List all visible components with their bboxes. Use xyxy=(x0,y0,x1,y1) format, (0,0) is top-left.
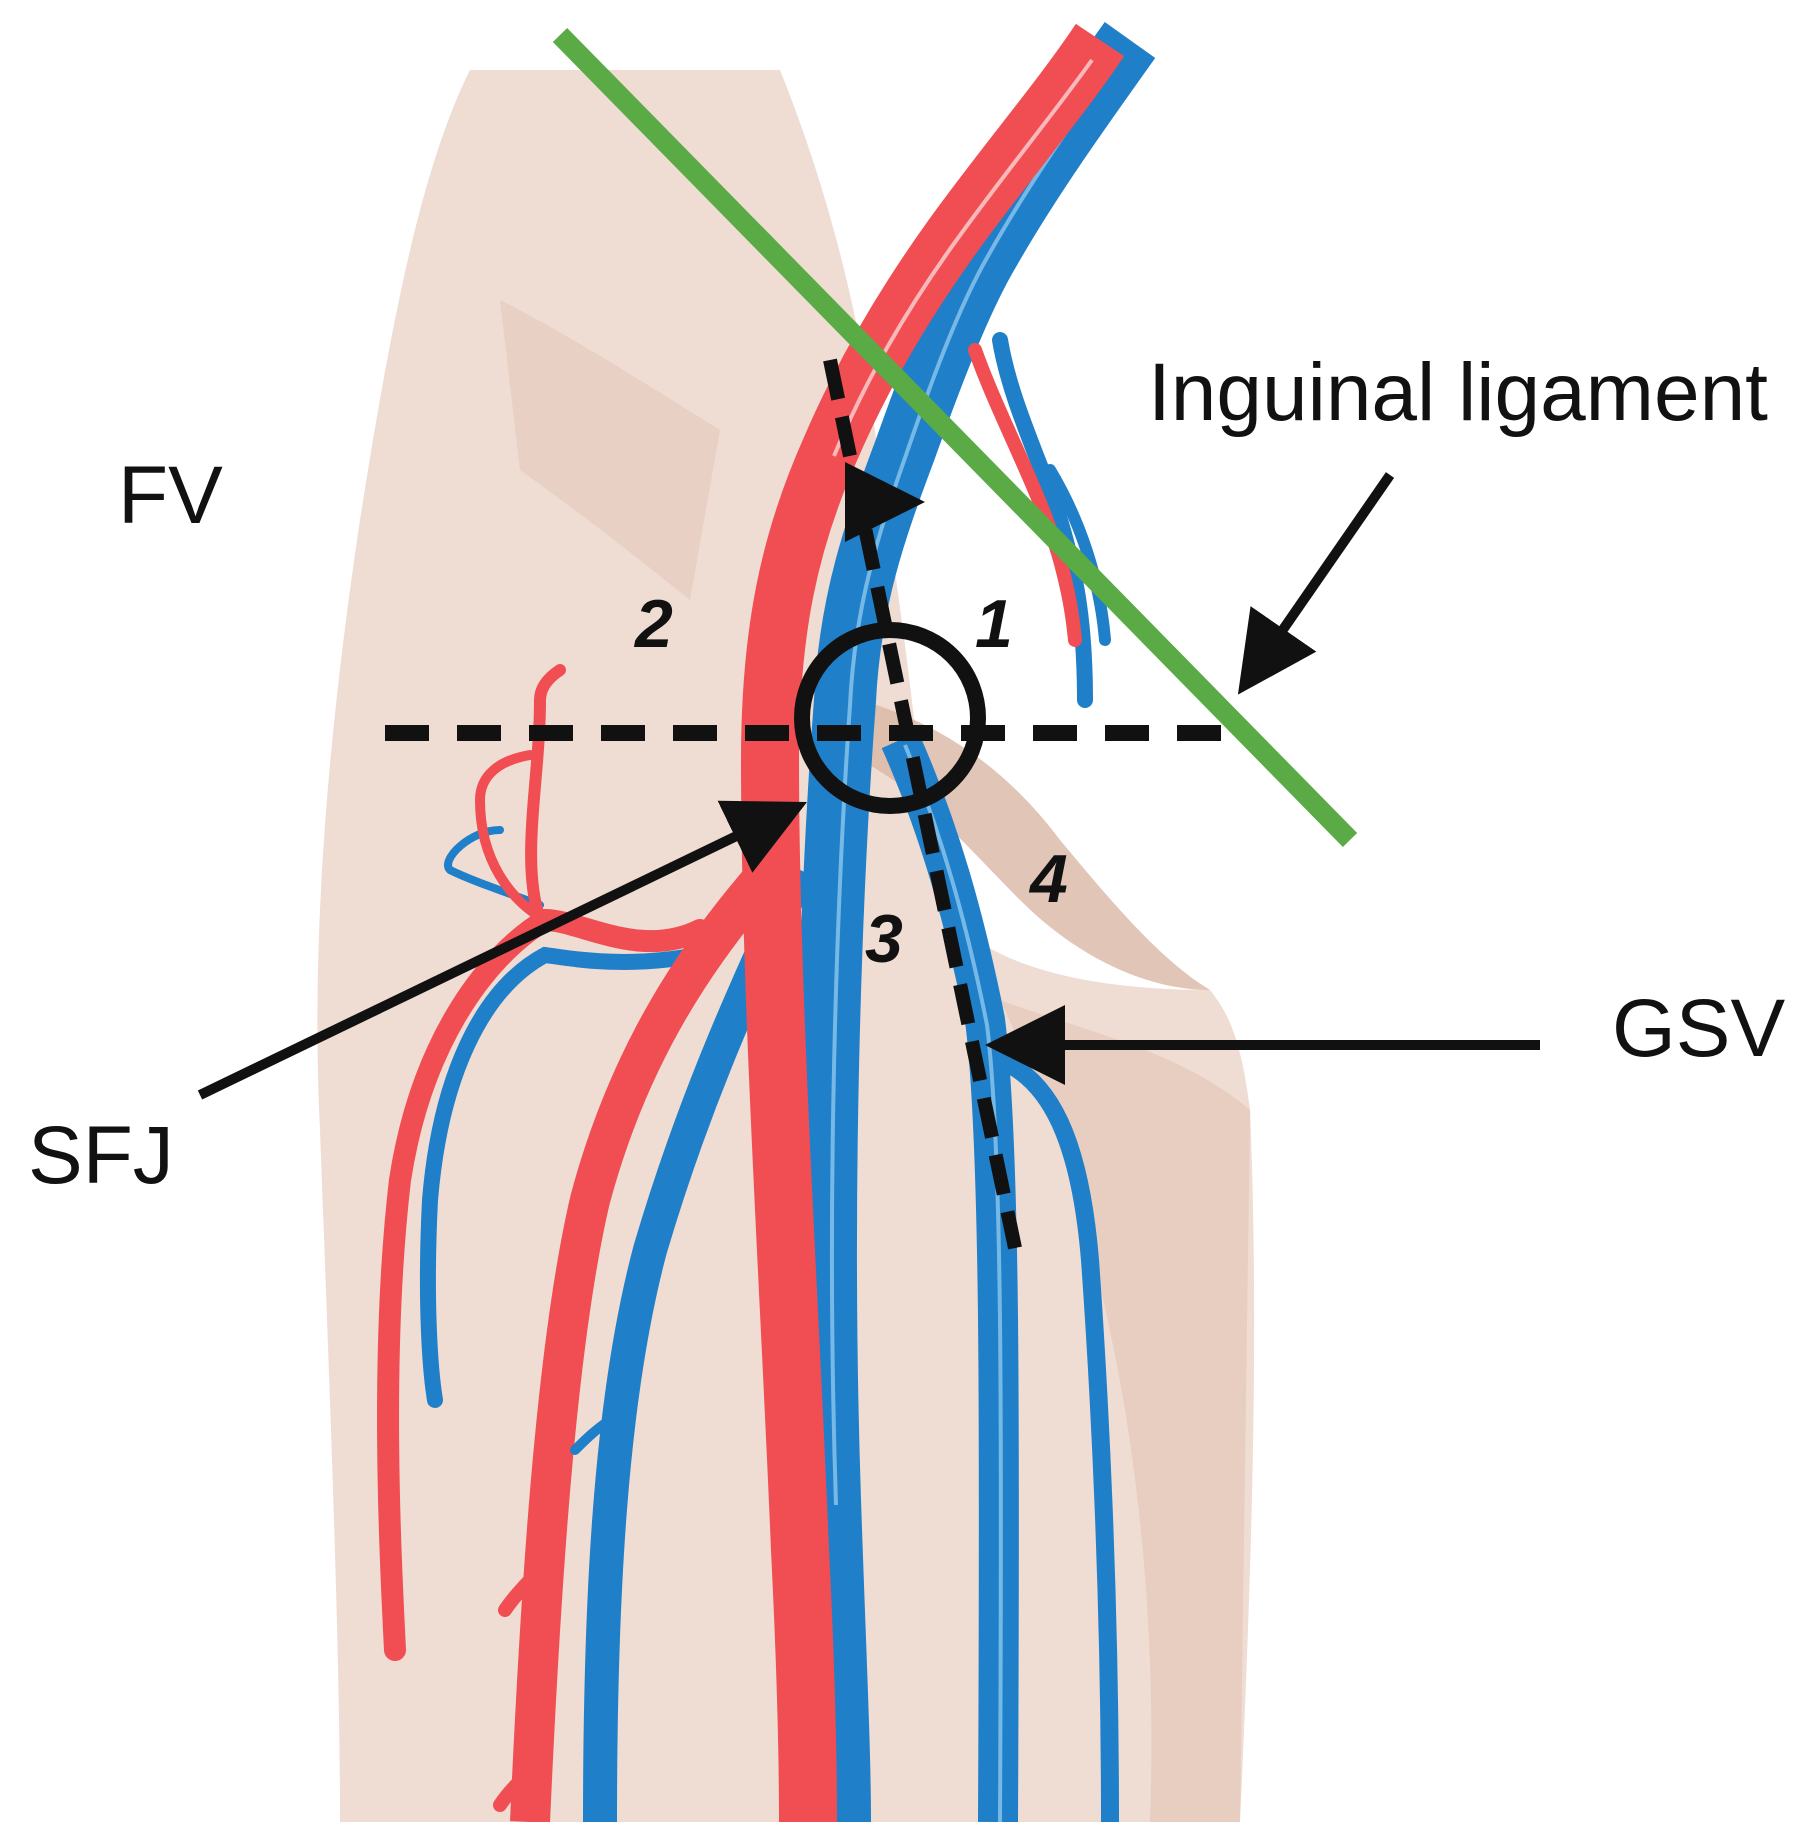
gsv-tributary xyxy=(996,1051,1119,1823)
small-artery-branch-upper xyxy=(525,664,566,926)
deep-vein-twig xyxy=(570,1415,615,1455)
small-artery-branch-loop xyxy=(474,750,550,925)
femoral-artery xyxy=(740,23,1125,1823)
femoral-vein-highlight xyxy=(829,53,1122,1506)
deep-artery-twig xyxy=(498,1553,557,1617)
gsv-label: GSV xyxy=(1612,983,1786,1074)
region-4-label: 4 xyxy=(1030,841,1068,917)
fv-label: FV xyxy=(118,450,223,541)
ligament-arrow xyxy=(1237,472,1395,695)
epigastric-vein xyxy=(992,332,1093,708)
inguinal-ligament-line xyxy=(552,27,1358,848)
sfj-circle xyxy=(794,622,986,814)
thigh-shadow-left xyxy=(500,300,720,600)
sfj-label: SFJ xyxy=(28,1110,174,1201)
gsv-highlight xyxy=(903,744,1003,1823)
inguinal-ligament-label: Inguinal ligament xyxy=(1148,347,1768,438)
region-2-label: 2 xyxy=(635,586,673,662)
region-1-label: 1 xyxy=(975,586,1013,662)
region-3-label: 3 xyxy=(865,901,903,977)
groin-crease xyxy=(860,700,1210,990)
sfj-arrow xyxy=(197,800,808,1100)
epigastric-vein-2 xyxy=(1044,464,1111,646)
branch-artery-lateral xyxy=(377,908,711,1661)
femoral-artery-highlight xyxy=(832,58,1094,457)
deep-artery-branch xyxy=(510,856,786,1823)
thigh-shadow-right xyxy=(1000,1000,1250,1822)
branch-vein-lateral xyxy=(419,942,728,1408)
deep-artery-twig-2 xyxy=(493,1753,552,1812)
